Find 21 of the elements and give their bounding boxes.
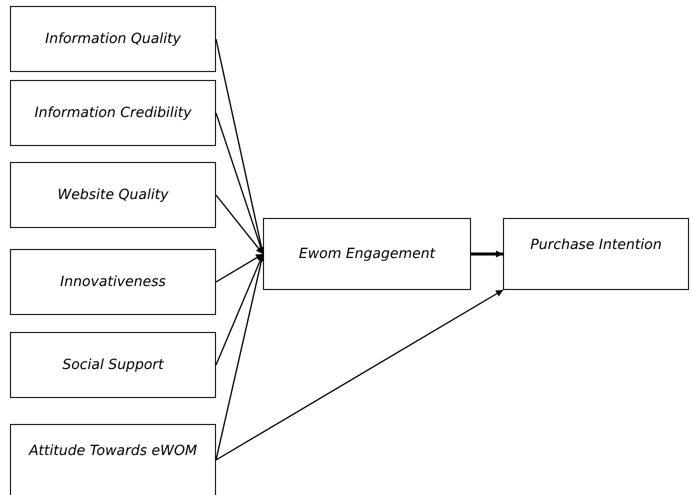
construct-label: Social Support [62, 356, 164, 375]
arrow [215, 254, 264, 366]
construct-box [10, 162, 216, 228]
arrow [216, 289, 504, 461]
arrow [216, 194, 264, 254]
construct-box [10, 424, 216, 495]
construct-label: Attitude Towards eWOM [28, 442, 198, 461]
construct-box [10, 332, 216, 398]
construct-label: Purchase Intention [530, 236, 662, 255]
construct-box [10, 249, 216, 315]
construct-box [263, 218, 471, 290]
arrow [471, 250, 503, 258]
construct-label: Website Quality [57, 186, 169, 205]
construct-box [10, 6, 216, 72]
construct-box [503, 218, 689, 290]
construct-label: Information Quality [45, 30, 181, 49]
arrow [216, 253, 264, 283]
construct-label: Innovativeness [60, 273, 166, 292]
construct-label: Ewom Engagement [298, 245, 436, 264]
construct-label: Information Credibility [34, 104, 192, 123]
construct-box [10, 80, 216, 146]
